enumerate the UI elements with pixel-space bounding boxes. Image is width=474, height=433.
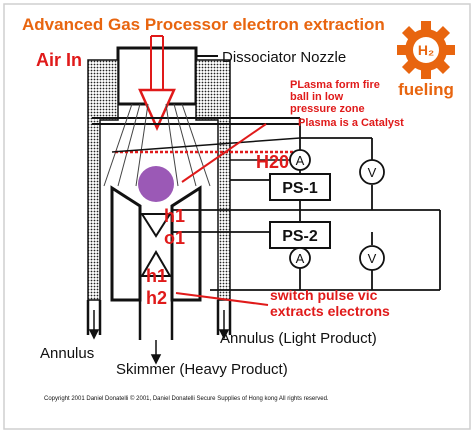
svg-text:A: A: [296, 251, 305, 266]
svg-text:V: V: [368, 251, 377, 266]
voltmeter-bottom: V: [359, 245, 385, 271]
h2o-label: H20: [256, 152, 289, 172]
annulus-label: Annulus: [40, 345, 94, 362]
electrode-lead: [111, 137, 301, 153]
svg-text:A: A: [296, 153, 305, 168]
plasma-label-line2: ball in low: [290, 91, 344, 103]
diagram-title: Advanced Gas Processor electron extracti…: [22, 15, 385, 34]
ammeter-bottom: A: [289, 247, 311, 269]
air-in-label: Air In: [36, 50, 82, 70]
annotation-pointers: [175, 123, 269, 306]
nozzle-plate: [92, 117, 300, 125]
skimmer-cone-top: [140, 213, 172, 238]
h1-bottom-label: h1: [146, 266, 167, 286]
lower-tubes: [86, 300, 232, 340]
svg-text:V: V: [368, 165, 377, 180]
annulus-light-label: Annulus (Light Product): [220, 330, 377, 347]
dissociator-nozzle-label: Dissociator Nozzle: [222, 49, 346, 66]
skimmer-cone-bottom: [140, 250, 172, 277]
power-supply-1: PS-1: [269, 173, 331, 201]
ps1-label: PS-1: [282, 180, 318, 197]
ps2-label: PS-2: [282, 228, 318, 245]
o1-label: o1: [164, 228, 185, 248]
frame-border: [3, 3, 471, 430]
switch-label-line2: extracts electrons: [270, 303, 390, 319]
power-supply-2: PS-2: [269, 221, 331, 249]
voltmeter-top: V: [359, 159, 385, 185]
plasma-ball: [138, 166, 174, 202]
logo-text: fueling: [398, 80, 454, 99]
h2-fueling-logo: H₂ fueling: [397, 21, 455, 99]
plasma-label-line3: pressure zone: [290, 103, 365, 115]
h2-label: h2: [146, 288, 167, 308]
h1-top-label: h1: [164, 206, 185, 226]
ammeter-top: A: [289, 149, 311, 171]
logo-symbol: H₂: [418, 42, 434, 58]
spray-lines: [103, 103, 211, 187]
air-inlet-arrow: [138, 35, 176, 132]
copyright-notice: Copyright 2001 Daniel Donatelli © 2001, …: [44, 395, 329, 402]
plasma-catalyst-label: Plasma is a Catalyst: [298, 117, 404, 129]
skimmer-label: Skimmer (Heavy Product): [116, 361, 288, 378]
inner-cone-left: [110, 185, 142, 302]
output-arrows: [88, 310, 230, 365]
switch-label-line1: switch pulse vic: [270, 287, 378, 303]
plasma-label-line1: PLasma form fire: [290, 79, 380, 91]
